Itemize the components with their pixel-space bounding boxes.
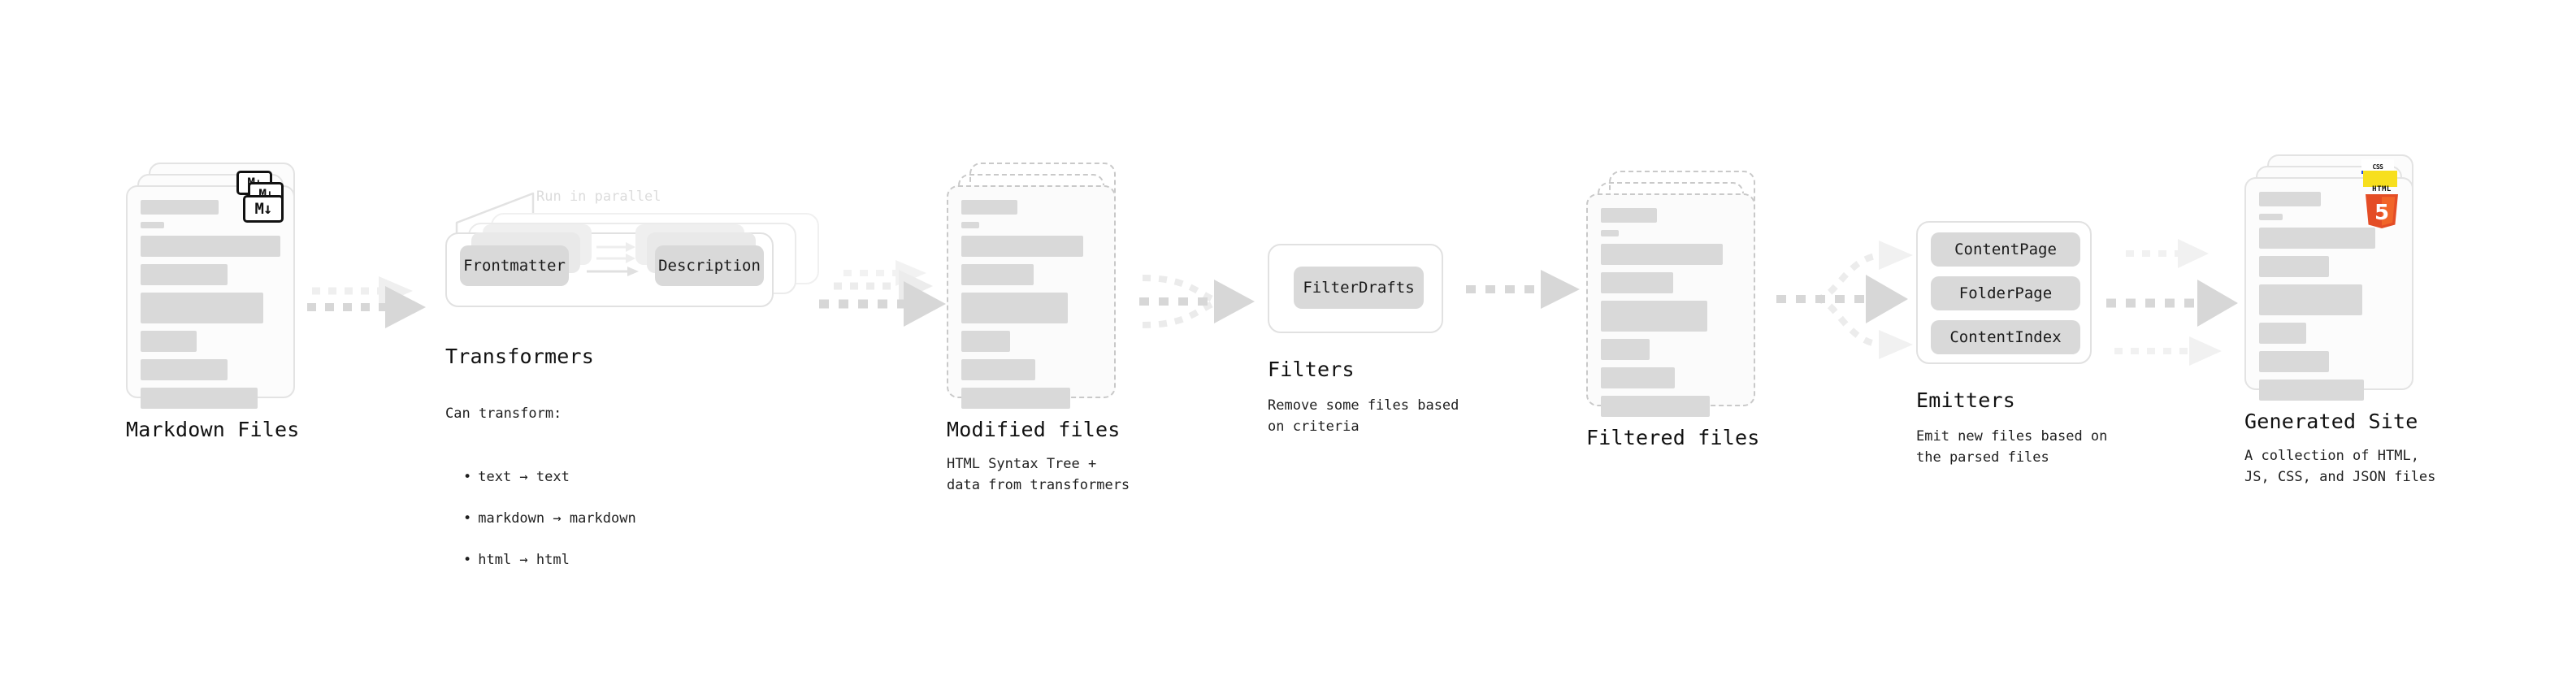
skeleton-bar: [2259, 256, 2329, 277]
stage-title-modified-files: Modified files: [947, 418, 1121, 441]
connector-transformers-to-modified: [819, 260, 965, 358]
skeleton-bar: [141, 388, 258, 409]
stage-modified-files: Modified files HTML Syntax Tree + data f…: [947, 163, 1130, 496]
stage-subtitle-filters: Remove some files based on criteria: [1268, 397, 1459, 435]
skeleton-bar: [961, 264, 1034, 285]
connector-md-to-transformers: [307, 268, 453, 358]
stage-subtitle-transformers: Can transform: text → text markdown → ma…: [445, 383, 819, 613]
document-skeleton: [141, 200, 280, 416]
skeleton-bar: [961, 359, 1036, 380]
skeleton-bar: [1601, 339, 1650, 360]
stage-title-emitters: Emitters: [1916, 388, 2016, 412]
stage-title-markdown-files: Markdown Files: [126, 418, 300, 441]
connector-filtered-to-emitters: [1773, 234, 1928, 364]
stage-title-generated-site: Generated Site: [2244, 410, 2418, 433]
stage-markdown-files: M↓ M↓ M↓ Markdown Files: [126, 163, 300, 441]
stage-subtitle-emitters: Emit new files based on the parsed files: [1916, 428, 2108, 466]
transform-item: markdown → markdown: [463, 509, 819, 530]
skeleton-bar: [961, 236, 1083, 257]
skeleton-bar: [1601, 244, 1723, 265]
skeleton-bar: [1601, 396, 1711, 417]
connector-filters-to-filtered: [1463, 268, 1609, 341]
transform-intro: Can transform:: [445, 405, 562, 422]
run-in-parallel-bracket: [455, 192, 535, 241]
transformers-box: Frontmatter Description: [445, 224, 774, 307]
generated-site-document-stack: CSS HTML 5: [2244, 154, 2413, 401]
markdown-icon: M↓: [243, 195, 284, 223]
filtered-document-stack: [1586, 171, 1755, 417]
stage-emitters: ContentPage FolderPage ContentIndex Emit…: [1916, 221, 2107, 468]
stage-subtitle-modified-files: HTML Syntax Tree + data from transformer…: [947, 456, 1130, 493]
skeleton-bar: [2259, 351, 2329, 372]
document-skeleton: [2259, 192, 2399, 408]
pill-frontmatter[interactable]: Frontmatter: [460, 245, 569, 286]
pill-contentindex[interactable]: ContentIndex: [1931, 320, 2080, 354]
stage-filtered-files: Filtered files: [1586, 171, 1760, 449]
skeleton-bar: [141, 222, 165, 228]
document-skeleton: [1601, 208, 1741, 424]
filters-box: FilterDrafts: [1268, 244, 1443, 333]
pill-filterdrafts[interactable]: FilterDrafts: [1294, 267, 1424, 309]
pill-folderpage[interactable]: FolderPage: [1931, 276, 2080, 310]
skeleton-bar: [1601, 301, 1707, 332]
emitters-box: ContentPage FolderPage ContentIndex: [1916, 221, 2092, 364]
skeleton-bar: [961, 388, 1071, 409]
skeleton-bar: [141, 359, 228, 380]
markdown-document-stack: M↓ M↓ M↓: [126, 163, 295, 409]
pill-description[interactable]: Description: [655, 245, 764, 286]
pill-contentpage[interactable]: ContentPage: [1931, 232, 2080, 267]
stage-title-filtered-files: Filtered files: [1586, 426, 1760, 449]
skeleton-bar: [2259, 380, 2364, 401]
run-in-parallel-label: Run in parallel: [536, 189, 661, 205]
stage-filters: FilterDrafts Filters Remove some files b…: [1268, 244, 1459, 437]
connector-emitters-to-site: [2106, 226, 2261, 372]
skeleton-bar: [141, 200, 219, 215]
skeleton-bar: [141, 331, 197, 352]
skeleton-bar: [961, 200, 1017, 215]
skeleton-bar: [2259, 323, 2307, 344]
skeleton-bar: [1601, 208, 1657, 223]
skeleton-bar: [141, 264, 228, 285]
transformer-inner-arrows: [587, 242, 639, 276]
skeleton-bar: [2259, 284, 2363, 315]
html5-icon: HTML 5: [2363, 184, 2400, 228]
js-icon: [2363, 171, 2397, 187]
stage-subtitle-generated-site: A collection of HTML, JS, CSS, and JSON …: [2244, 448, 2436, 485]
svg-text:5: 5: [2374, 201, 2389, 225]
skeleton-bar: [2259, 214, 2283, 220]
document-skeleton: [961, 200, 1101, 416]
stage-transformers: Run in parallel: [445, 189, 819, 613]
skeleton-bar: [961, 222, 980, 228]
stage-title-filters: Filters: [1268, 358, 1355, 381]
skeleton-bar: [141, 293, 264, 323]
modified-document-stack: [947, 163, 1116, 409]
skeleton-bar: [1601, 230, 1620, 236]
skeleton-bar: [961, 331, 1011, 352]
skeleton-bar: [1601, 272, 1674, 293]
skeleton-bar: [961, 293, 1068, 323]
skeleton-bar: [1601, 367, 1676, 388]
transform-item: text → text: [463, 467, 819, 488]
stage-generated-site: CSS HTML 5: [2244, 154, 2435, 488]
transform-item: html → html: [463, 550, 819, 571]
connector-modified-to-filters: [1131, 258, 1286, 364]
skeleton-bar: [141, 236, 280, 257]
stage-title-transformers: Transformers: [445, 345, 595, 368]
skeleton-bar: [2259, 192, 2321, 206]
svg-text:HTML: HTML: [2372, 185, 2392, 193]
skeleton-bar: [2259, 228, 2375, 249]
